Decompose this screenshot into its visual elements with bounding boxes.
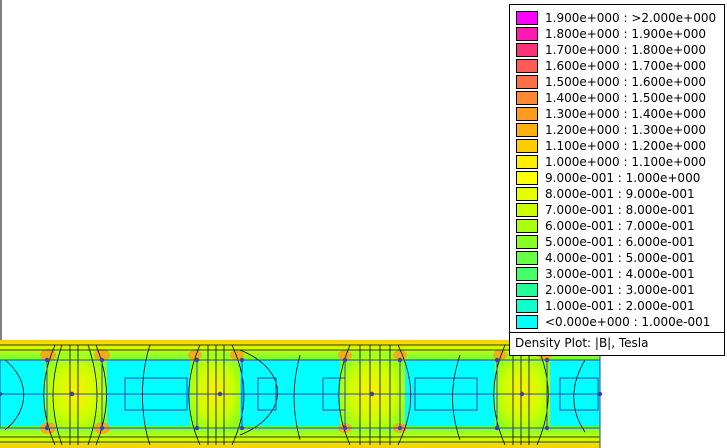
legend-label: 1.900e+000 : >2.000e+000 <box>545 11 717 25</box>
legend-swatch <box>516 123 538 137</box>
legend-label: 2.000e-001 : 3.000e-001 <box>545 283 695 297</box>
legend-entry: 1.100e+000 : 1.200e+000 <box>514 138 724 154</box>
legend-swatch <box>516 299 538 313</box>
legend-entry: 1.000e-001 : 2.000e-001 <box>514 298 724 314</box>
legend-label: 1.000e+000 : 1.100e+000 <box>545 155 707 169</box>
legend-title: Density Plot: |B|, Tesla <box>515 336 649 350</box>
legend-label: 7.000e-001 : 8.000e-001 <box>545 203 695 217</box>
legend-entry: 1.800e+000 : 1.900e+000 <box>514 26 724 42</box>
legend-label: 1.600e+000 : 1.700e+000 <box>545 59 707 73</box>
legend-swatch <box>516 75 538 89</box>
legend-label: 1.400e+000 : 1.500e+000 <box>545 91 707 105</box>
legend-entry: 9.000e-001 : 1.000e+000 <box>514 170 724 186</box>
legend-entry: 6.000e-001 : 7.000e-001 <box>514 218 724 234</box>
legend-label: 1.100e+000 : 1.200e+000 <box>545 139 707 153</box>
legend-swatch <box>516 59 538 73</box>
geometry-outline <box>0 0 2 340</box>
legend-swatch <box>516 203 538 217</box>
legend-label: 5.000e-001 : 6.000e-001 <box>545 235 695 249</box>
legend-swatch <box>516 283 538 297</box>
legend-label: 3.000e-001 : 4.000e-001 <box>545 267 695 281</box>
legend-entry: 1.500e+000 : 1.600e+000 <box>514 74 724 90</box>
legend-swatch <box>516 43 538 57</box>
legend-entry: 3.000e-001 : 4.000e-001 <box>514 266 724 282</box>
legend-label: 9.000e-001 : 1.000e+000 <box>545 171 701 185</box>
legend-divider <box>510 332 724 333</box>
legend-swatch <box>516 171 538 185</box>
legend-entry: 1.300e+000 : 1.400e+000 <box>514 106 724 122</box>
legend-label: 8.000e-001 : 9.000e-001 <box>545 187 695 201</box>
legend-entry: 1.000e+000 : 1.100e+000 <box>514 154 724 170</box>
legend-label: 1.500e+000 : 1.600e+000 <box>545 75 707 89</box>
geometry-nodes <box>0 357 603 431</box>
legend-swatch <box>516 267 538 281</box>
legend-label: <0.000e+000 : 1.000e-001 <box>545 315 711 329</box>
legend-entry: 5.000e-001 : 6.000e-001 <box>514 234 724 250</box>
legend-label: 1.800e+000 : 1.900e+000 <box>545 27 707 41</box>
legend-swatch <box>516 91 538 105</box>
legend-swatch <box>516 155 538 169</box>
legend-swatch <box>516 139 538 153</box>
legend-swatch <box>516 219 538 233</box>
legend-label: 4.000e-001 : 5.000e-001 <box>545 251 695 265</box>
legend-entry: 1.600e+000 : 1.700e+000 <box>514 58 724 74</box>
legend-entry: 1.700e+000 : 1.800e+000 <box>514 42 724 58</box>
field-band <box>0 340 603 448</box>
legend-swatch <box>516 235 538 249</box>
legend-entry: 8.000e-001 : 9.000e-001 <box>514 186 724 202</box>
legend-entry: 7.000e-001 : 8.000e-001 <box>514 202 724 218</box>
legend-entry: 1.900e+000 : >2.000e+000 <box>514 10 724 26</box>
legend-swatch <box>516 11 538 25</box>
legend-label: 1.700e+000 : 1.800e+000 <box>545 43 707 57</box>
legend-swatch <box>516 27 538 41</box>
legend-entry: <0.000e+000 : 1.000e-001 <box>514 314 724 330</box>
legend-swatch <box>516 251 538 265</box>
legend-swatch <box>516 187 538 201</box>
legend-entry: 4.000e-001 : 5.000e-001 <box>514 250 724 266</box>
legend-swatch <box>516 107 538 121</box>
legend-entry: 2.000e-001 : 3.000e-001 <box>514 282 724 298</box>
legend-entry: 1.200e+000 : 1.300e+000 <box>514 122 724 138</box>
legend-swatch <box>516 315 538 329</box>
legend-entry: 1.400e+000 : 1.500e+000 <box>514 90 724 106</box>
legend-label: 1.000e-001 : 2.000e-001 <box>545 299 695 313</box>
legend-label: 1.300e+000 : 1.400e+000 <box>545 107 707 121</box>
legend-label: 6.000e-001 : 7.000e-001 <box>545 219 695 233</box>
legend-label: 1.200e+000 : 1.300e+000 <box>545 123 707 137</box>
density-legend: 1.900e+000 : >2.000e+000 1.800e+000 : 1.9… <box>509 4 725 356</box>
